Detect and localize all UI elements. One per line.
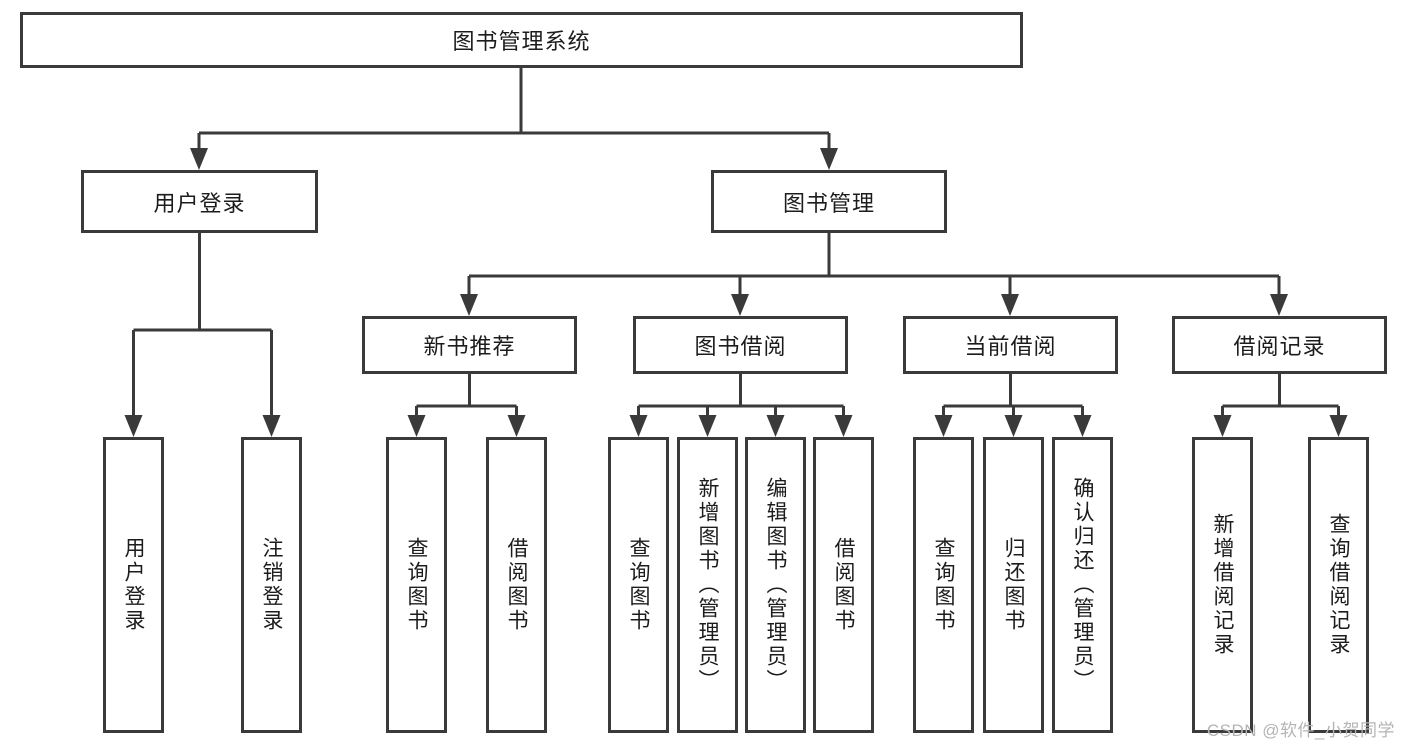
arrow-to-leaf-add-borrow-record bbox=[1213, 415, 1232, 437]
node-leaf-query-borrow-record[interactable] bbox=[1308, 437, 1369, 733]
arrow-to-new-book-rec bbox=[460, 294, 478, 316]
arrow-to-leaf-edit-book bbox=[766, 415, 785, 437]
watermark-text: CSDN @软件_小贺同学 bbox=[1206, 721, 1395, 740]
arrow-to-leaf-query-book-current bbox=[934, 415, 953, 437]
arrow-to-leaf-query-book-borrow bbox=[629, 415, 648, 437]
node-leaf-edit-book[interactable] bbox=[745, 437, 806, 733]
arrow-to-leaf-query-borrow-record bbox=[1329, 415, 1348, 437]
arrow-to-user-login bbox=[190, 148, 208, 170]
node-book-borrow[interactable] bbox=[633, 316, 848, 374]
node-boxes bbox=[20, 12, 1387, 733]
node-leaf-query-book-rec[interactable] bbox=[386, 437, 447, 733]
node-book-manage[interactable] bbox=[711, 170, 947, 233]
node-root[interactable] bbox=[20, 12, 1023, 68]
arrow-to-leaf-add-book bbox=[698, 415, 717, 437]
node-borrow-record[interactable] bbox=[1172, 316, 1387, 374]
arrow-to-leaf-user-login bbox=[124, 415, 143, 437]
arrow-to-leaf-borrow-book-rec bbox=[507, 415, 526, 437]
node-leaf-add-borrow-record[interactable] bbox=[1192, 437, 1253, 733]
arrow-to-leaf-borrow-book bbox=[834, 415, 853, 437]
node-leaf-query-book-current[interactable] bbox=[913, 437, 974, 733]
node-leaf-return-book[interactable] bbox=[983, 437, 1044, 733]
node-new-book-rec[interactable] bbox=[362, 316, 577, 374]
arrow-to-borrow-record bbox=[1270, 294, 1288, 316]
node-leaf-confirm-return[interactable] bbox=[1052, 437, 1113, 733]
node-leaf-add-book[interactable] bbox=[677, 437, 738, 733]
arrow-to-leaf-confirm-return bbox=[1073, 415, 1092, 437]
node-leaf-borrow-book[interactable] bbox=[813, 437, 874, 733]
arrow-to-leaf-query-book-rec bbox=[407, 415, 426, 437]
node-leaf-borrow-book-rec[interactable] bbox=[486, 437, 547, 733]
node-current-borrow[interactable] bbox=[903, 316, 1118, 374]
arrow-to-leaf-return-book bbox=[1004, 415, 1023, 437]
node-leaf-user-login[interactable] bbox=[103, 437, 164, 733]
arrow-to-current-borrow bbox=[1001, 294, 1019, 316]
node-user-login[interactable] bbox=[81, 170, 318, 233]
node-leaf-query-book-borrow[interactable] bbox=[608, 437, 669, 733]
arrow-to-book-manage bbox=[820, 148, 838, 170]
arrow-to-book-borrow bbox=[731, 294, 749, 316]
node-leaf-logout[interactable] bbox=[241, 437, 302, 733]
connector-lines bbox=[124, 68, 1348, 437]
arrow-to-leaf-logout bbox=[262, 415, 281, 437]
